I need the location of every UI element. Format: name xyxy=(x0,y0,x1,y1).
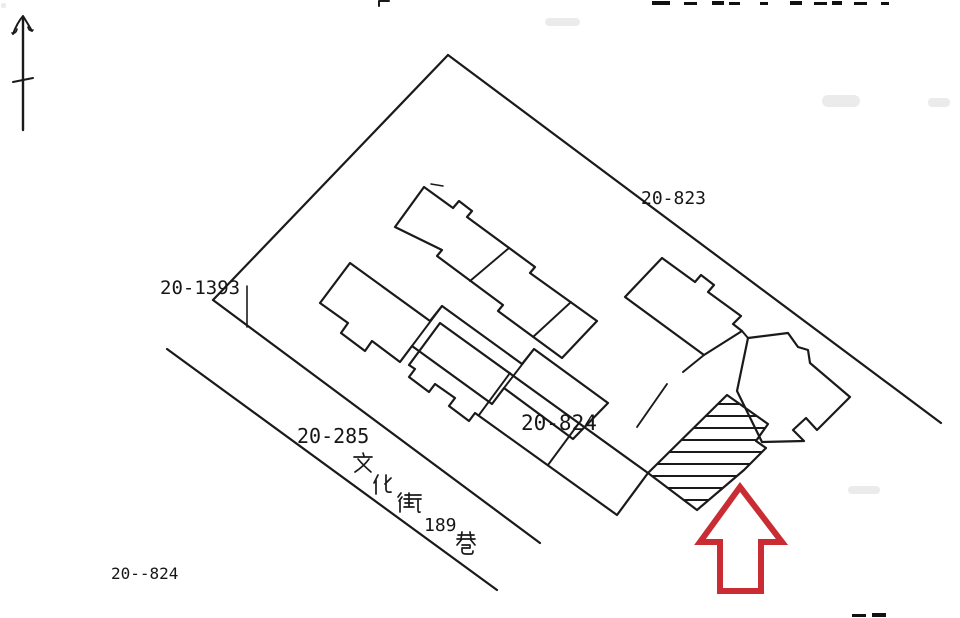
boundary-left-edge xyxy=(211,53,450,302)
row-top-partitions xyxy=(469,247,572,338)
parcel-label-bottom-left: 20--824 xyxy=(111,564,178,583)
parcel-boundary-lines xyxy=(165,53,943,592)
north-arrow-icon xyxy=(11,15,34,132)
red-up-arrow-icon xyxy=(694,481,789,594)
parcel-label-top-right: 20-823 xyxy=(641,188,706,209)
parcel-label-street: 20-285 xyxy=(297,424,369,448)
building-row-top xyxy=(393,185,599,360)
parcel-label-middle: 20-824 xyxy=(521,411,597,435)
lane-number-label: 189 xyxy=(424,515,457,536)
row-bottom-partitions xyxy=(478,372,580,466)
building-outlines xyxy=(318,183,852,517)
cropped-text-fragments-bottom-right xyxy=(852,613,886,617)
hatched-target-parcel xyxy=(646,393,770,512)
street-lower-line xyxy=(165,347,499,592)
boundary-right-edge xyxy=(446,53,943,425)
right-cluster-walls xyxy=(682,330,749,373)
scan-smudges xyxy=(1,3,950,494)
row-middle-partitions xyxy=(411,305,535,389)
street-name-glyphs xyxy=(353,452,476,555)
glyph-jie xyxy=(397,492,422,514)
glyph-xiang xyxy=(456,531,476,555)
building-right-lower xyxy=(735,331,852,444)
cropped-text-fragments-top xyxy=(378,0,889,7)
glyph-hua xyxy=(373,474,392,495)
hatch-parcel-side-wall xyxy=(636,383,668,428)
glyph-wen xyxy=(353,452,373,473)
boundary-lower-edge-street-upper xyxy=(211,298,542,545)
building-right-upper xyxy=(623,256,744,357)
parcel-label-left: 20-1393 xyxy=(160,277,240,299)
street-char-hua-text: 化 xyxy=(372,473,392,497)
tick-mark xyxy=(430,183,444,187)
